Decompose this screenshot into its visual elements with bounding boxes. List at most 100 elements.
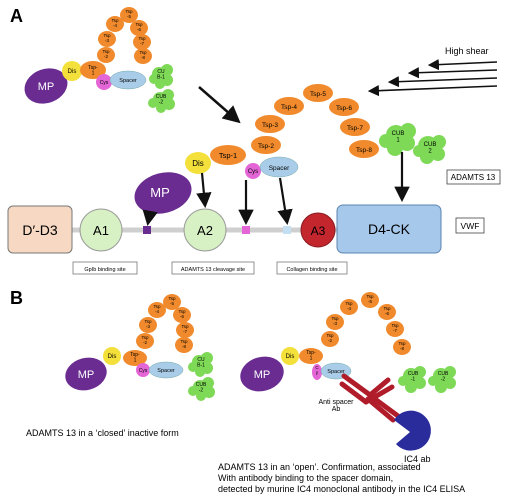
open-tsp4-label: Tsp-4 [345, 301, 353, 311]
panel-a-label: A [10, 6, 23, 26]
dis-domain [62, 61, 82, 81]
closed-dis-label: Dis [108, 354, 117, 360]
small-adamts13-molecule: MP Dis Tsp-1 Cys Spacer Tsp-2 Tsp-3 Tsp-… [24, 7, 175, 113]
open-tsp6-domain [378, 304, 396, 320]
tsp2-label: Tsp-2 [102, 49, 110, 59]
open-tsp3-label: Tsp-3 [331, 316, 339, 326]
large-cys-domain [245, 163, 261, 179]
tsp3-label: Tsp-3 [103, 33, 111, 43]
a2-domain: A2 [183, 208, 227, 252]
closed-spacer-label: Spacer [157, 368, 175, 374]
mp-domain [24, 68, 68, 104]
high-shear-arrows [367, 59, 498, 97]
large-tsp7-domain [340, 118, 370, 136]
large-tsp8-label: Tsp-8 [356, 147, 372, 154]
large-tsp6-label: Tsp-6 [336, 105, 352, 112]
large-spacer-label: Spacer [269, 165, 290, 172]
open-cub1-domain [398, 366, 426, 393]
cub1-domain [149, 64, 173, 89]
open-mp-domain [240, 356, 284, 392]
open-tsp4-domain [340, 299, 358, 315]
tsp7-label: Tsp-7 [138, 36, 146, 46]
tsp7-domain [133, 34, 151, 50]
open-cub2-domain [428, 366, 456, 393]
large-tsp2-domain [251, 136, 281, 154]
closed-tsp4-label: Tsp-4 [153, 304, 161, 314]
anti-spacer-antibody [339, 373, 401, 423]
large-tsp3-domain [255, 115, 285, 133]
adamts13-label-box: ADAMTS 13 [446, 169, 501, 185]
large-tsp1-label: Tsp-1 [219, 151, 237, 160]
closed-tsp7-domain [176, 322, 194, 338]
cleavage-marker [242, 226, 250, 234]
open-tsp3-domain [326, 314, 344, 330]
large-cub2-domain [413, 135, 446, 164]
closed-cub2-label: CUB-2 [196, 382, 207, 393]
large-spacer-domain [259, 156, 299, 178]
open-tsp1-domain [299, 348, 323, 364]
cleavage-site-label: ADAMTS 13 cleavage site [181, 267, 245, 273]
binding-arrows [142, 152, 410, 227]
closed-tsp7-label: Tsp-7 [181, 324, 189, 334]
tsp1-label: Tsp-1 [88, 65, 98, 76]
open-tsp8-label: Tsp-8 [398, 341, 406, 351]
large-cub1-domain [379, 123, 416, 156]
d-d3-domain: D′-D3 [7, 205, 73, 254]
collagen-site-box: Collagen binding site [276, 261, 348, 275]
closed-dis-domain [103, 347, 121, 365]
spacer-domain [109, 70, 147, 90]
vwf-label: VWF [461, 221, 480, 231]
adamts13-label: ADAMTS 13 [451, 173, 496, 182]
open-caption-line-3: detected by murine IC4 monoclonal antibo… [218, 484, 465, 494]
closed-tsp3-label: Tsp-3 [144, 319, 152, 329]
open-tsp2-domain [321, 331, 339, 347]
tsp3-domain [98, 31, 116, 47]
d4ck-domain: D4-CK [336, 204, 442, 254]
cub2-domain [148, 89, 175, 113]
closed-cys-label: Cys [139, 368, 148, 374]
ic4-ab-label: IC4 ab [404, 454, 431, 464]
tsp6-domain [130, 20, 148, 36]
large-dis-label: Dis [192, 159, 204, 168]
cys-domain [96, 74, 112, 90]
closed-tsp2-domain [136, 333, 154, 349]
cys-label: Cys [100, 80, 109, 86]
large-tsp5-domain [303, 84, 333, 102]
open-caption-line-2: With antibody binding to the spacer doma… [218, 473, 393, 483]
gpib-marker [143, 226, 151, 234]
large-tsp2-label: Tsp-2 [258, 143, 274, 150]
open-caption-line-1: ADAMTS 13 in an ‘open’. Confirmation, as… [218, 462, 421, 472]
large-tsp1-domain [210, 145, 246, 165]
a1-domain: A1 [79, 208, 123, 252]
closed-tsp2-label: Tsp-2 [141, 335, 149, 345]
a2-label: A2 [197, 223, 213, 238]
large-mp-label: MP [150, 185, 170, 200]
open-mp-label: MP [254, 369, 271, 381]
closed-cub1-domain [188, 352, 213, 377]
tsp5-domain [120, 7, 138, 23]
tsp2-domain [97, 47, 115, 63]
panel-b-label: B [10, 288, 23, 308]
large-tsp3-label: Tsp-3 [262, 122, 278, 129]
open-dis-domain [281, 347, 299, 365]
open-tsp2-label: Tsp-2 [326, 333, 334, 343]
large-tsp5-label: Tsp-5 [310, 91, 326, 98]
large-cys-label: Cys [248, 169, 258, 175]
ic4-antibody [394, 410, 431, 451]
open-tsp6-label: Tsp-6 [383, 306, 391, 316]
closed-tsp6-domain [173, 307, 191, 323]
tsp4-label: Tsp-4 [111, 18, 119, 28]
gpib-site-label: GpIb binding site [84, 267, 125, 273]
tsp4-domain [106, 16, 124, 32]
tsp5-label: Tsp-5 [125, 9, 133, 19]
closed-cys-domain [136, 363, 150, 377]
large-dis-domain [185, 152, 211, 174]
tsp8-label: Tsp-8 [139, 50, 147, 60]
closed-tsp8-domain [175, 337, 193, 353]
high-shear-label: High shear [445, 46, 489, 56]
